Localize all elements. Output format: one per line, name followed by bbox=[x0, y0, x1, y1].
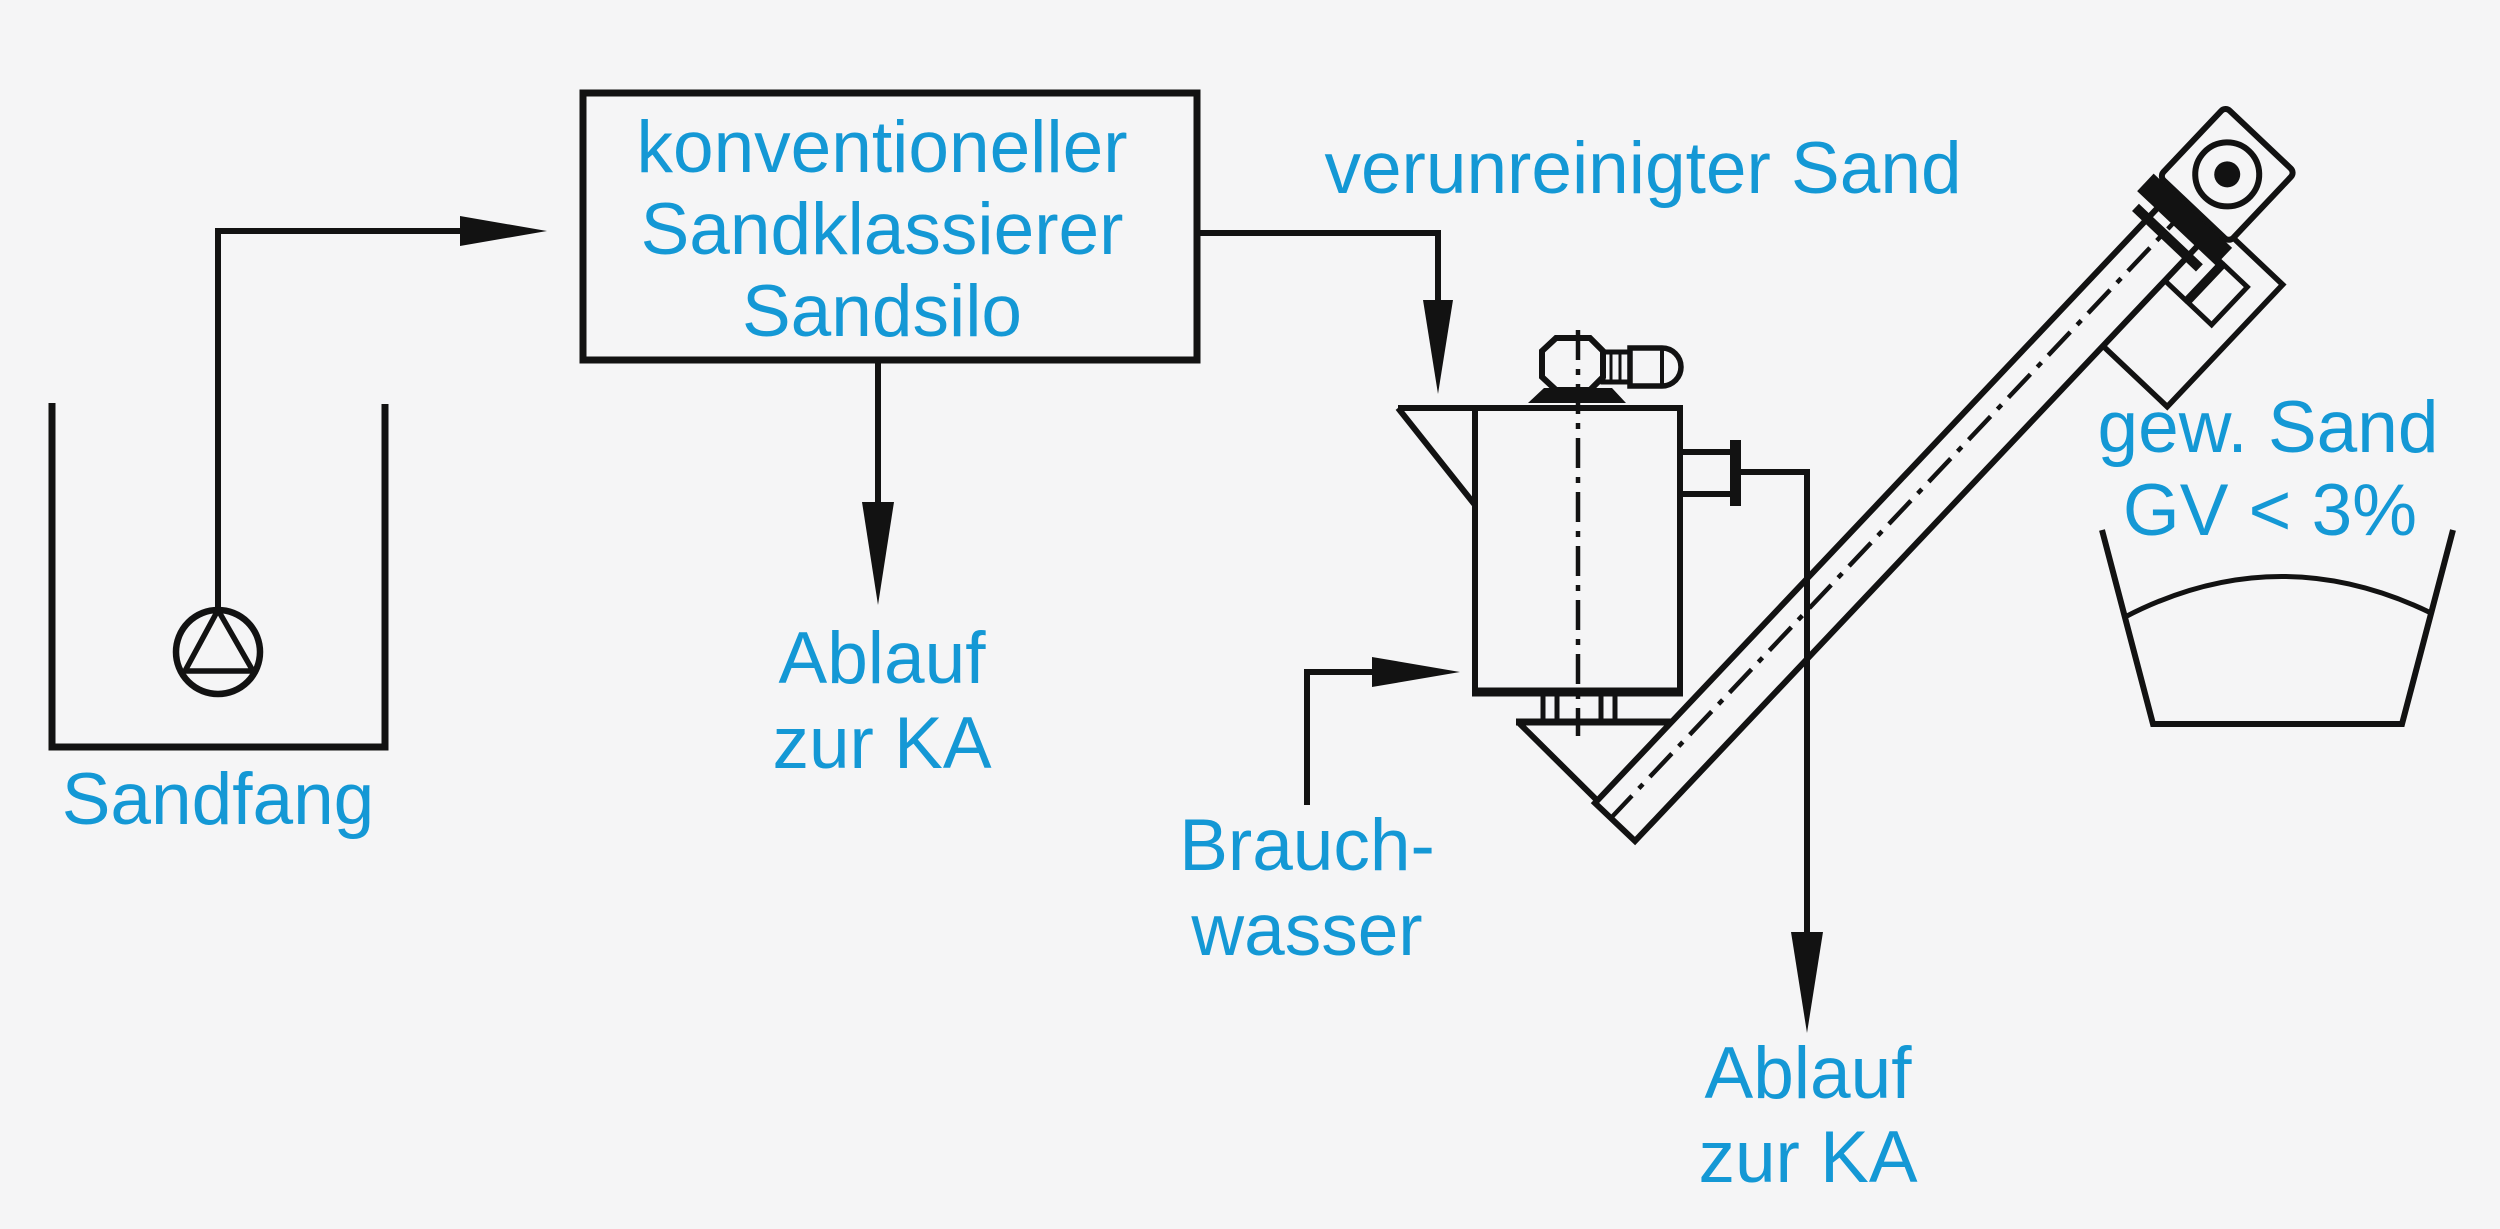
coupling-ribs bbox=[1609, 352, 1622, 382]
drain-classifier bbox=[862, 360, 894, 605]
pump-triangle bbox=[180, 604, 258, 674]
output-container bbox=[2099, 529, 2456, 727]
container-outline bbox=[2099, 529, 2456, 727]
pipe-line bbox=[1197, 230, 1441, 300]
pipe-line bbox=[215, 228, 460, 608]
arrowhead-into-vessel bbox=[1372, 657, 1460, 687]
overflow-flange bbox=[1680, 440, 1741, 506]
conveyor-drive-unit bbox=[2132, 106, 2296, 272]
feed-line bbox=[1304, 669, 1372, 805]
arrowhead-into-hopper bbox=[1423, 300, 1453, 394]
contaminated-sand-label: verunreinigter Sand bbox=[1324, 128, 1961, 209]
outflow-right-label-line2: zur KA bbox=[1698, 1117, 1917, 1198]
arrowhead-down-right bbox=[1791, 932, 1823, 1033]
pipe-classifier-to-washer bbox=[1197, 230, 1453, 394]
drain-washer bbox=[1741, 469, 1823, 1033]
drain-line bbox=[1741, 469, 1810, 932]
pipe-sandfang-to-classifier bbox=[215, 216, 547, 608]
washed-sand-label-line1: gew. Sand bbox=[2098, 387, 2439, 468]
drive-shaft-ring bbox=[2192, 139, 2263, 210]
tube-centerline bbox=[1608, 214, 2182, 821]
tube-flange-ring bbox=[2132, 203, 2203, 272]
washed-sand-label-line2: GV < 3% bbox=[2123, 470, 2417, 551]
pump-icon bbox=[172, 604, 264, 698]
classifier-label-line2: Sandklassierer bbox=[641, 189, 1124, 270]
feed-hopper bbox=[1395, 405, 1478, 507]
flange-pipe bbox=[1680, 449, 1734, 497]
classifier-box bbox=[579, 89, 1201, 364]
outflow-left-label-line2: zur KA bbox=[772, 703, 991, 784]
terminal-box bbox=[2184, 261, 2251, 329]
gearbox-housing bbox=[1539, 335, 1606, 393]
classifier-label-line3: Sandsilo bbox=[742, 271, 1022, 352]
drive-shaft-center bbox=[2214, 161, 2241, 188]
arrowhead-down-left bbox=[862, 502, 894, 605]
service-water-feed bbox=[1304, 657, 1460, 805]
sand-heap-arc bbox=[2123, 574, 2433, 620]
sandfang-label: Sandfang bbox=[62, 759, 375, 840]
flange-bar bbox=[1730, 440, 1741, 506]
service-water-label-line1: Brauch- bbox=[1179, 805, 1435, 886]
tube-flange-collar bbox=[2137, 173, 2233, 266]
motor-base-plate bbox=[1528, 388, 1626, 403]
tank-outline bbox=[48, 403, 389, 751]
motor-dome bbox=[1627, 345, 1684, 389]
service-water-label-line2: wasser bbox=[1190, 890, 1422, 971]
classifier-label-line1: konventioneller bbox=[636, 107, 1127, 188]
outflow-left-label-line1: Ablauf bbox=[779, 618, 987, 699]
arrowhead-into-classifier bbox=[460, 216, 547, 246]
agitator-drive-motor bbox=[1528, 335, 1684, 403]
sandfang-tank bbox=[48, 403, 389, 751]
outflow-right-label-line1: Ablauf bbox=[1705, 1033, 1913, 1114]
sand-washer bbox=[1395, 106, 2296, 1033]
